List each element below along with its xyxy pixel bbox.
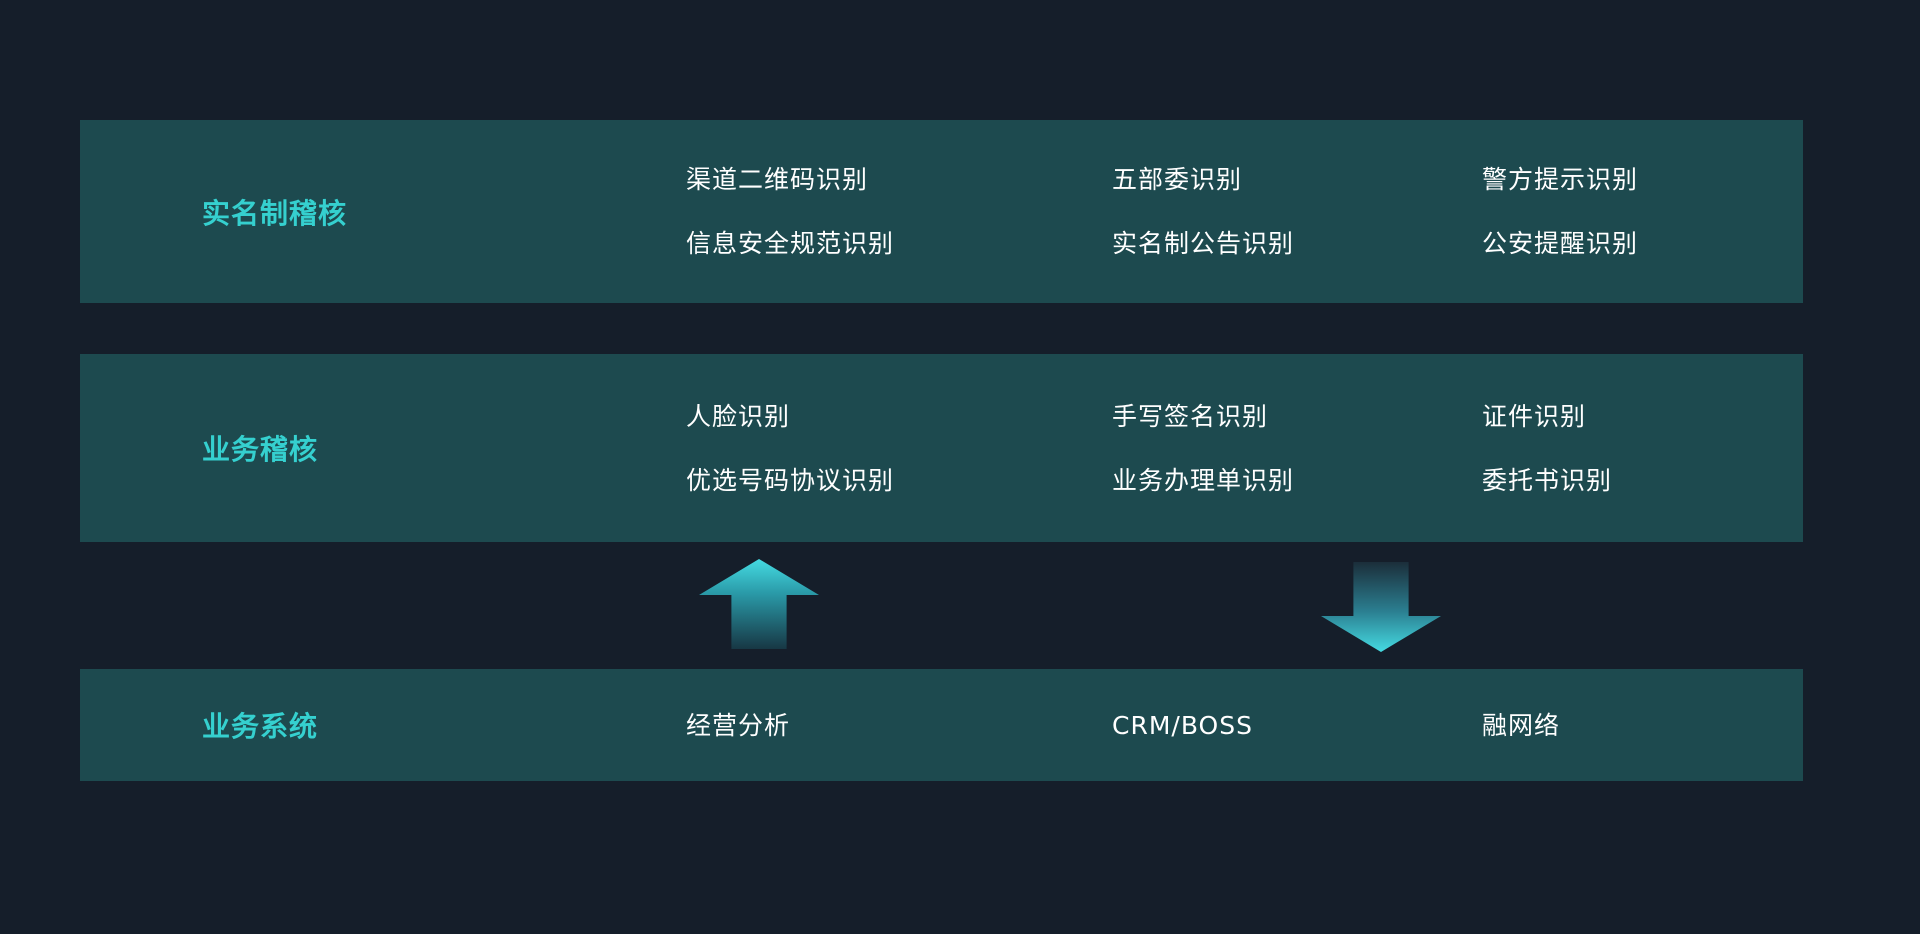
- item-column: 渠道二维码识别 信息安全规范识别: [686, 167, 1112, 256]
- item-column: 证件识别 委托书识别: [1482, 404, 1803, 493]
- audit-item: 手写签名识别: [1112, 401, 1269, 431]
- audit-item: 信息安全规范识别: [686, 229, 895, 258]
- audit-item: 人脸识别: [686, 401, 791, 431]
- audit-item: 业务办理单识别: [1112, 465, 1295, 495]
- item-column: 经营分析: [686, 713, 1112, 738]
- system-item: 融网络: [1482, 710, 1561, 740]
- audit-item: 优选号码协议识别: [686, 465, 895, 495]
- band-realname-audit-label: 实名制稽核: [202, 196, 348, 230]
- audit-item: 证件识别: [1482, 401, 1587, 431]
- item-column: CRM/BOSS: [1112, 713, 1482, 738]
- item-column: 手写签名识别 业务办理单识别: [1112, 404, 1482, 493]
- arrow-up-icon: [699, 559, 819, 649]
- band-business-audit: 业务稽核 人脸识别 优选号码协议识别 手写签名识别 业务办理单识别 证件识别 委…: [80, 354, 1803, 542]
- audit-item: 实名制公告识别: [1112, 229, 1295, 258]
- item-column: 五部委识别 实名制公告识别: [1112, 167, 1482, 256]
- audit-item: 五部委识别: [1112, 165, 1243, 194]
- band-business-systems-label: 业务系统: [202, 710, 319, 743]
- band-business-audit-label: 业务稽核: [202, 433, 319, 466]
- item-column: 人脸识别 优选号码协议识别: [686, 404, 1112, 493]
- audit-item: 公安提醒识别: [1482, 229, 1639, 258]
- arrow-down-icon: [1321, 562, 1441, 652]
- band-business-systems: 业务系统 经营分析 CRM/BOSS 融网络: [80, 669, 1803, 781]
- item-column: 警方提示识别 公安提醒识别: [1482, 167, 1803, 256]
- audit-item: 委托书识别: [1482, 465, 1613, 495]
- system-item: 经营分析: [686, 710, 791, 740]
- audit-item: 渠道二维码识别: [686, 165, 869, 194]
- item-column: 融网络: [1482, 713, 1803, 738]
- audit-item: 警方提示识别: [1482, 165, 1639, 194]
- band-realname-audit: 实名制稽核 渠道二维码识别 信息安全规范识别 五部委识别 实名制公告识别 警方提…: [80, 120, 1803, 303]
- system-item: CRM/BOSS: [1112, 710, 1253, 740]
